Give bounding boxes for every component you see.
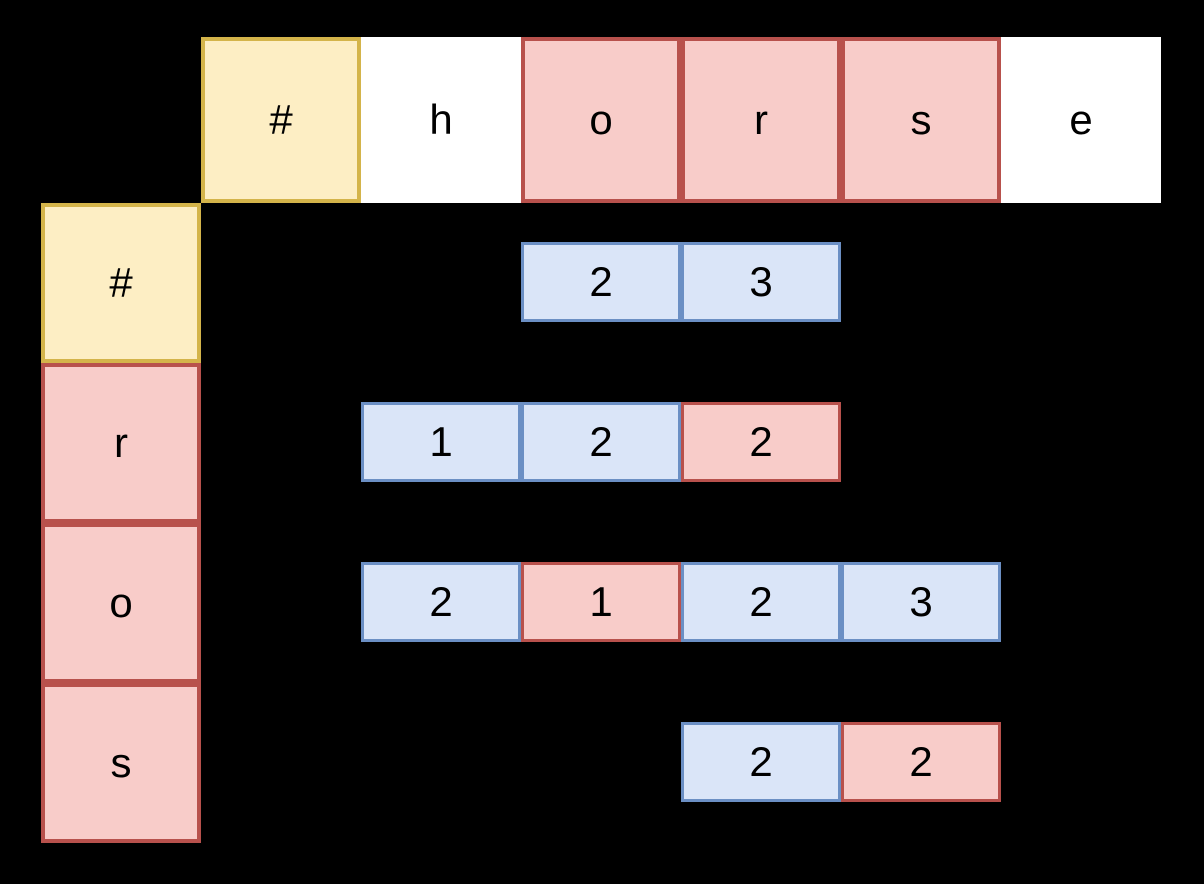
- row-header-1: r: [41, 363, 201, 523]
- row-header-0: #: [41, 203, 201, 363]
- dp-cell-r2-c3: 2: [681, 562, 841, 642]
- dp-cell-r3-c3: 2: [681, 722, 841, 802]
- dp-cell-r3-c4: 2: [841, 722, 1001, 802]
- column-header-5: e: [1001, 37, 1161, 203]
- dp-cell-r1-c1: 1: [361, 402, 521, 482]
- column-header-1: h: [361, 37, 521, 203]
- column-header-3: r: [681, 37, 841, 203]
- dp-cell-r0-c3: 3: [681, 242, 841, 322]
- column-header-0: #: [201, 37, 361, 203]
- row-header-2: o: [41, 523, 201, 683]
- dp-cell-r2-c2: 1: [521, 562, 681, 642]
- dp-cell-r1-c3: 2: [681, 402, 841, 482]
- dp-cell-r2-c1: 2: [361, 562, 521, 642]
- dp-cell-r0-c2: 2: [521, 242, 681, 322]
- row-header-3: s: [41, 683, 201, 843]
- column-header-4: s: [841, 37, 1001, 203]
- dp-cell-r2-c4: 3: [841, 562, 1001, 642]
- dp-cell-r1-c2: 2: [521, 402, 681, 482]
- column-header-2: o: [521, 37, 681, 203]
